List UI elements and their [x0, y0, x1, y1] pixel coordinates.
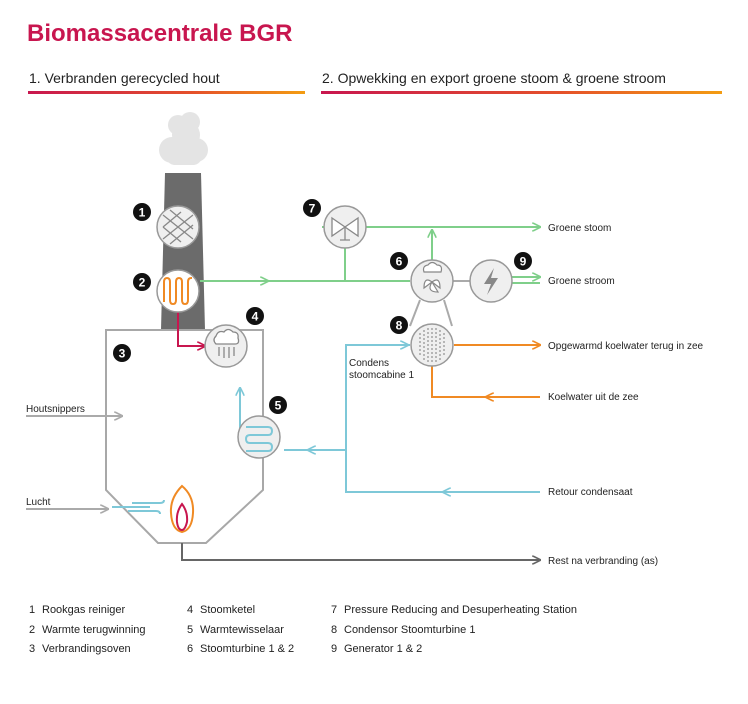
smoke-cloud-icon: [159, 112, 208, 165]
lightning-icon: [469, 259, 513, 303]
heat-coil-icon: [156, 269, 200, 313]
legend-number: 1: [29, 604, 36, 616]
valve-icon: [323, 205, 367, 249]
label-stoomcabine: stoomcabine 1: [349, 370, 414, 381]
page-title: Biomassacentrale BGR: [27, 20, 293, 47]
badge-7: 7: [303, 199, 321, 217]
flame-icon: [169, 484, 195, 534]
legend-label: Generator 1 & 2: [344, 643, 423, 655]
steam-cloud-icon: [204, 324, 248, 368]
label-groene-stroom: Groene stroom: [548, 276, 615, 287]
label-groene-stoom: Groene stoom: [548, 223, 611, 234]
label-houtsnippers: Houtsnippers: [26, 404, 85, 415]
badge-number: 4: [252, 310, 259, 324]
input-arrows: [26, 416, 122, 509]
legend-item: 7 Pressure Reducing and Desuperheating St…: [331, 604, 577, 616]
legend-number: 8: [331, 624, 338, 636]
turbine-icon: [410, 259, 454, 303]
label-koelwater: Koelwater uit de zee: [548, 392, 639, 403]
badge-5: 5: [269, 396, 287, 414]
legend-number: 3: [29, 643, 36, 655]
coil-icon: [237, 415, 281, 459]
badge-2: 2: [133, 273, 151, 291]
label-retour-condensaat: Retour condensaat: [548, 487, 633, 498]
legend-item: 2 Warmte terugwinning: [29, 624, 146, 636]
label-opgewarmd-koelwater: Opgewarmd koelwater terug in zee: [548, 341, 704, 352]
section-1-title: 1. Verbranden gerecycled hout: [29, 70, 220, 86]
badge-number: 3: [119, 347, 126, 361]
legend-label: Warmtewisselaar: [200, 624, 284, 636]
wind-icon: [134, 499, 165, 515]
legend-number: 9: [331, 643, 338, 655]
legend-item: 4 Stoomketel: [187, 604, 255, 616]
legend-label: Condensor Stoomturbine 1: [344, 624, 476, 636]
label-condens: Condens: [349, 358, 389, 369]
legend-item: 1 Rookgas reiniger: [29, 604, 125, 616]
filter-mesh-icon: [156, 205, 200, 249]
section-2-title: 2. Opwekking en export groene stoom & gr…: [322, 70, 666, 86]
badge-8: 8: [390, 316, 408, 334]
legend-number: 5: [187, 624, 194, 636]
label-rest-verbranding: Rest na verbranding (as): [548, 556, 658, 567]
legend-item: 6 Stoomturbine 1 & 2: [187, 643, 294, 655]
legend-label: Pressure Reducing and Desuperheating Sta…: [344, 604, 577, 616]
badge-number: 1: [139, 206, 146, 220]
legend-label: Stoomturbine 1 & 2: [200, 643, 295, 655]
badge-number: 2: [139, 276, 146, 290]
seawater-lines: [431, 345, 540, 397]
legend-label: Stoomketel: [200, 604, 256, 616]
legend-number: 4: [187, 604, 194, 616]
badge-number: 8: [396, 319, 403, 333]
badge-1: 1: [133, 203, 151, 221]
legend-item: 9 Generator 1 & 2: [331, 643, 422, 655]
badges-group: 1 2 3 4 5 6 7 8 9: [113, 199, 532, 414]
badge-6: 6: [390, 252, 408, 270]
label-lucht: Lucht: [26, 497, 51, 508]
legend-label: Warmte terugwinning: [42, 624, 146, 636]
condens-loop: [409, 299, 453, 327]
legend-item: 5 Warmtewisselaar: [187, 624, 284, 636]
section-2-underline: [321, 91, 722, 94]
legend-item: 3 Verbrandingsoven: [29, 643, 131, 655]
legend-item: 8 Condensor Stoomturbine 1: [331, 624, 475, 636]
badge-number: 7: [309, 202, 316, 216]
badge-number: 6: [396, 255, 403, 269]
legend-label: Rookgas reiniger: [42, 604, 126, 616]
condenser-icon: [410, 323, 454, 367]
hot-water-line: [177, 300, 205, 346]
badge-4: 4: [246, 307, 264, 325]
badge-number: 5: [275, 399, 282, 413]
badge-9: 9: [514, 252, 532, 270]
water-lines: [112, 345, 540, 512]
furnace-outline: [105, 329, 264, 544]
badge-3: 3: [113, 344, 131, 362]
badge-number: 9: [520, 255, 527, 269]
legend-number: 6: [187, 643, 194, 655]
ash-line: [181, 543, 540, 560]
legend-label: Verbrandingsoven: [42, 643, 131, 655]
legend-number: 7: [331, 604, 338, 616]
section-1-underline: [28, 91, 305, 94]
legend-number: 2: [29, 624, 36, 636]
